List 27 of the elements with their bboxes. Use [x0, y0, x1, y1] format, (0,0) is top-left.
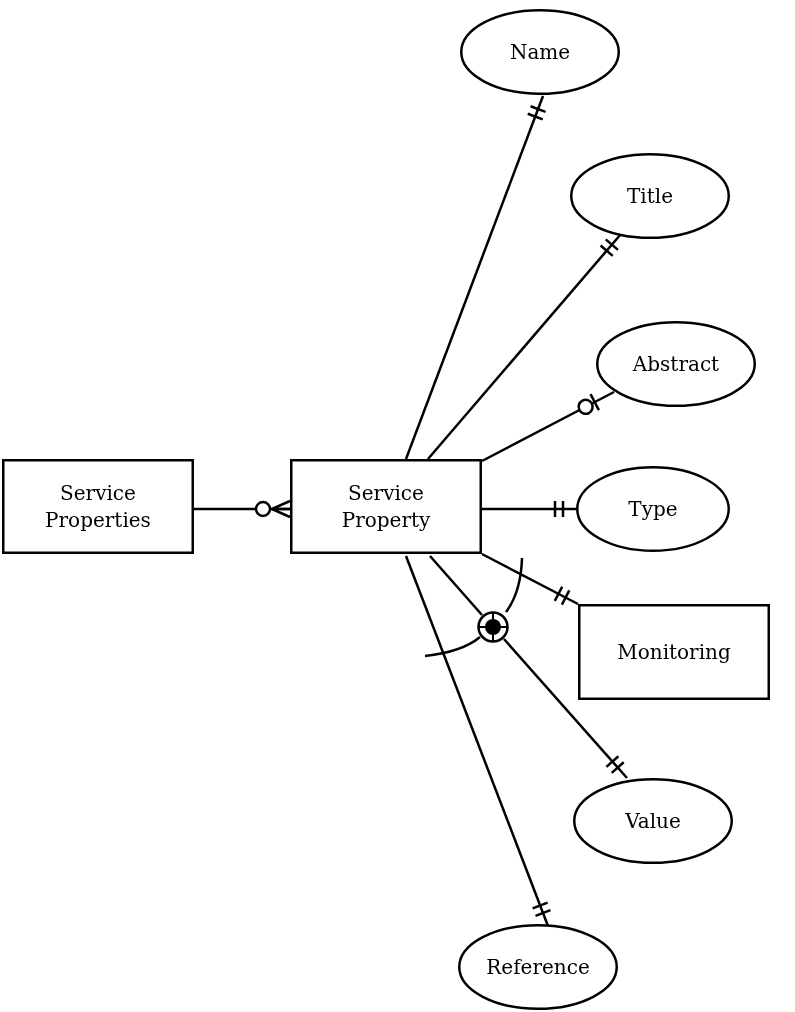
- entity-box: [2, 459, 194, 554]
- entity-name: Service Properties: [44, 479, 152, 534]
- attribute-ellipse: [596, 321, 756, 407]
- connector-line: [503, 638, 628, 779]
- entity-name: Value: [625, 807, 681, 835]
- connector-line: [481, 390, 615, 463]
- connector-line: [482, 499, 577, 519]
- entity-name: Reference: [486, 953, 590, 981]
- attribute-ellipse: [460, 9, 620, 95]
- attribute-ellipse: [573, 778, 733, 864]
- connector-line: [429, 555, 483, 616]
- connector-line: [404, 95, 547, 460]
- entity-name: Monitoring: [617, 638, 731, 666]
- entity-name: Name: [509, 38, 571, 66]
- connector-line: [194, 499, 292, 519]
- entity-box: [290, 459, 482, 554]
- attribute-ellipse: [458, 924, 618, 1010]
- entity-name: Type: [628, 495, 678, 523]
- entity-box: [578, 604, 770, 700]
- attribute-ellipse: [576, 466, 730, 552]
- attribute-ellipse: [570, 153, 730, 239]
- connector-line: [481, 552, 579, 606]
- entity-name: Service Property: [340, 479, 432, 534]
- entity-name: Abstract: [632, 350, 720, 378]
- entity-name: Title: [627, 182, 673, 210]
- exclusive-or-symbol: [477, 611, 509, 643]
- connector-line: [427, 233, 622, 460]
